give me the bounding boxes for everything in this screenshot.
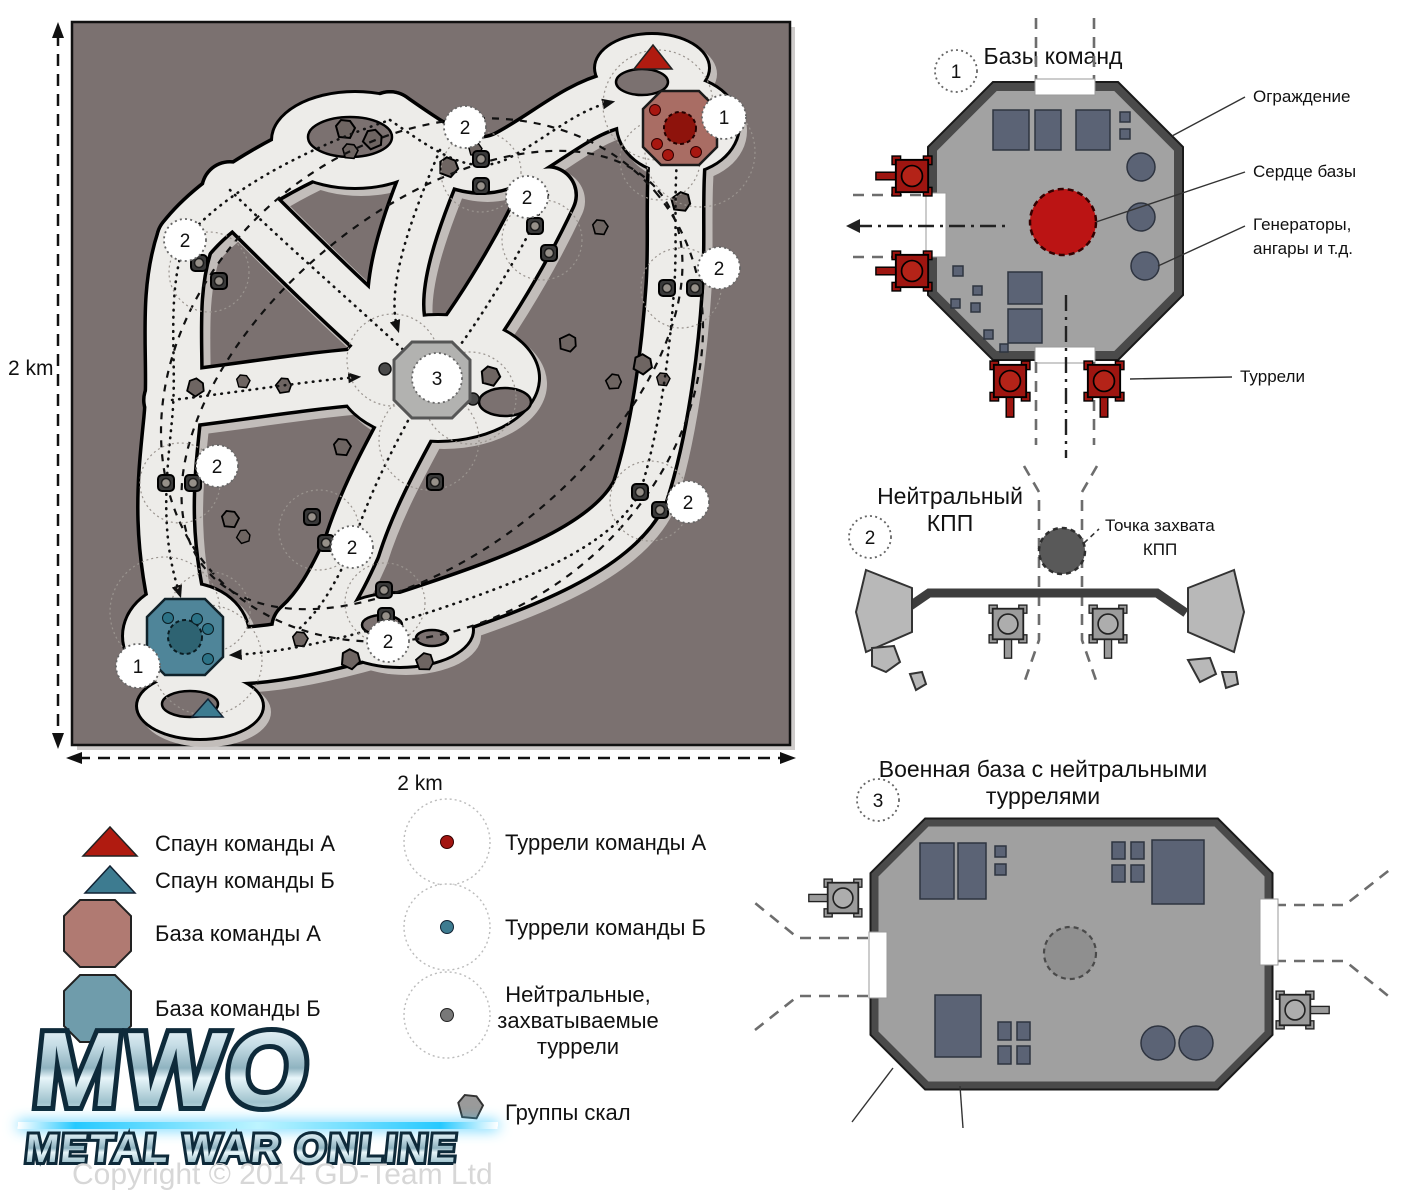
- diagram-neutral-checkpoint: Нейтральный КПП 2 Точка захвата КПП: [848, 465, 1246, 692]
- legend-base-b-label: База команды Б: [155, 996, 321, 1021]
- legend-turrets-b-label: Туррели команды Б: [505, 915, 706, 940]
- label-generators-2: ангары и т.д.: [1253, 239, 1353, 258]
- team-base-title: Базы команд: [984, 43, 1124, 69]
- kpp-capture-label-1: Точка захвата: [1105, 516, 1215, 535]
- kpp-title-1: Нейтральный: [877, 483, 1023, 509]
- kpp-barrier: [897, 588, 1189, 617]
- kpp-turret-right: [1088, 604, 1128, 660]
- checkpoint-number: 2: [683, 493, 694, 514]
- legend-spawn-b-icon: [83, 864, 137, 894]
- kpp-rock-right: [1187, 568, 1246, 654]
- base-heart: [1028, 187, 1098, 257]
- kpp-rock-small: [871, 644, 902, 674]
- scale-label-left: 2 km: [8, 357, 54, 380]
- scale-label-bottom: 2 km: [397, 772, 443, 795]
- legend-spawn-b-label: Спаун команды Б: [155, 868, 335, 893]
- logo-acronym-text: MWO: [27, 1011, 519, 1129]
- copyright-text: Copyright © 2014 GD-Team Ltd: [72, 1158, 493, 1191]
- military-capture-point: [1042, 925, 1098, 981]
- map-markers: 1 1 3 2 2 2 2 2 2 2 2: [115, 94, 747, 689]
- legend-neutral-label-1: Нейтральные,: [505, 982, 651, 1007]
- label-fence: Ограждение: [1253, 87, 1350, 106]
- checkpoint-number: 2: [714, 259, 725, 280]
- kpp-rock-small: [908, 670, 928, 692]
- label-generators-1: Генераторы,: [1253, 215, 1351, 234]
- military-turret-left: [807, 878, 863, 918]
- legend-neutral-label-2: захватываемые: [497, 1008, 659, 1033]
- spawn-b-marker: [190, 697, 225, 718]
- map-military-number: 3: [432, 369, 443, 390]
- military-gate-left: [868, 931, 888, 999]
- legend-base-b-icon: [63, 974, 132, 1043]
- legend-neutral-label-3: туррели: [537, 1034, 619, 1059]
- spawn-a-marker: [632, 43, 674, 70]
- checkpoint-number: 2: [347, 538, 358, 559]
- map-base-b-number: 1: [133, 657, 144, 678]
- base-turret-bottom-right: [1083, 360, 1125, 419]
- legend-spawn-a-label: Спаун команды А: [155, 831, 335, 856]
- diagram-team-base: 1 Базы команд: [846, 18, 1356, 458]
- label-heart: Сердце базы: [1253, 162, 1356, 181]
- kpp-turret-left: [988, 604, 1028, 660]
- diagram-military-base: Военная база с нейтральными туррелями 3: [754, 756, 1393, 1129]
- kpp-rock-small: [1220, 671, 1240, 690]
- legend-rocks-label: Группы скал: [505, 1100, 631, 1125]
- legend: Спаун команды А Спаун команды Б База ком…: [63, 798, 707, 1125]
- map-dimensions: 2 km 2 km: [8, 22, 796, 795]
- checkpoint-number: 2: [383, 632, 394, 653]
- checkpoint-number: 2: [522, 188, 533, 209]
- kpp-capture-label-2: КПП: [1143, 540, 1177, 559]
- legend-base-a-label: База команды А: [155, 921, 321, 946]
- overview-map: 1 1 3 2 2 2 2 2 2 2 2: [8, 20, 796, 795]
- kpp-number: 2: [865, 528, 876, 549]
- military-number: 3: [873, 791, 884, 812]
- military-title-2: туррелями: [986, 783, 1100, 809]
- checkpoint-number: 2: [180, 231, 191, 252]
- military-turret-right: [1275, 990, 1331, 1030]
- legend-base-a-icon: [63, 899, 132, 968]
- checkpoint-number: 2: [460, 118, 471, 139]
- base-gate-top: [1034, 78, 1096, 96]
- base-turret-left-bottom: [874, 250, 933, 292]
- patrol-loops: [159, 117, 705, 643]
- military-buildings: [919, 839, 1214, 1065]
- kpp-rock-left: [854, 568, 913, 654]
- base-buildings: [950, 109, 1160, 353]
- team-base-number: 1: [951, 62, 962, 83]
- kpp-capture-point: [1037, 526, 1087, 576]
- kpp-title-2: КПП: [927, 510, 973, 536]
- legend-spawn-a-icon: [81, 825, 139, 857]
- military-gate-right: [1259, 898, 1279, 966]
- checkpoint-number: 2: [212, 457, 223, 478]
- legend-turrets-a-label: Туррели команды А: [505, 830, 707, 855]
- base-turret-bottom-left: [989, 360, 1031, 419]
- military-title-1: Военная база с нейтральными: [879, 756, 1208, 782]
- label-turrets: Туррели: [1240, 367, 1305, 386]
- map-base-b: [145, 597, 225, 677]
- map-base-a: [641, 89, 719, 167]
- kpp-rock-small: [1186, 656, 1218, 684]
- map-base-a-number: 1: [719, 108, 730, 129]
- base-turret-left-top: [874, 155, 933, 197]
